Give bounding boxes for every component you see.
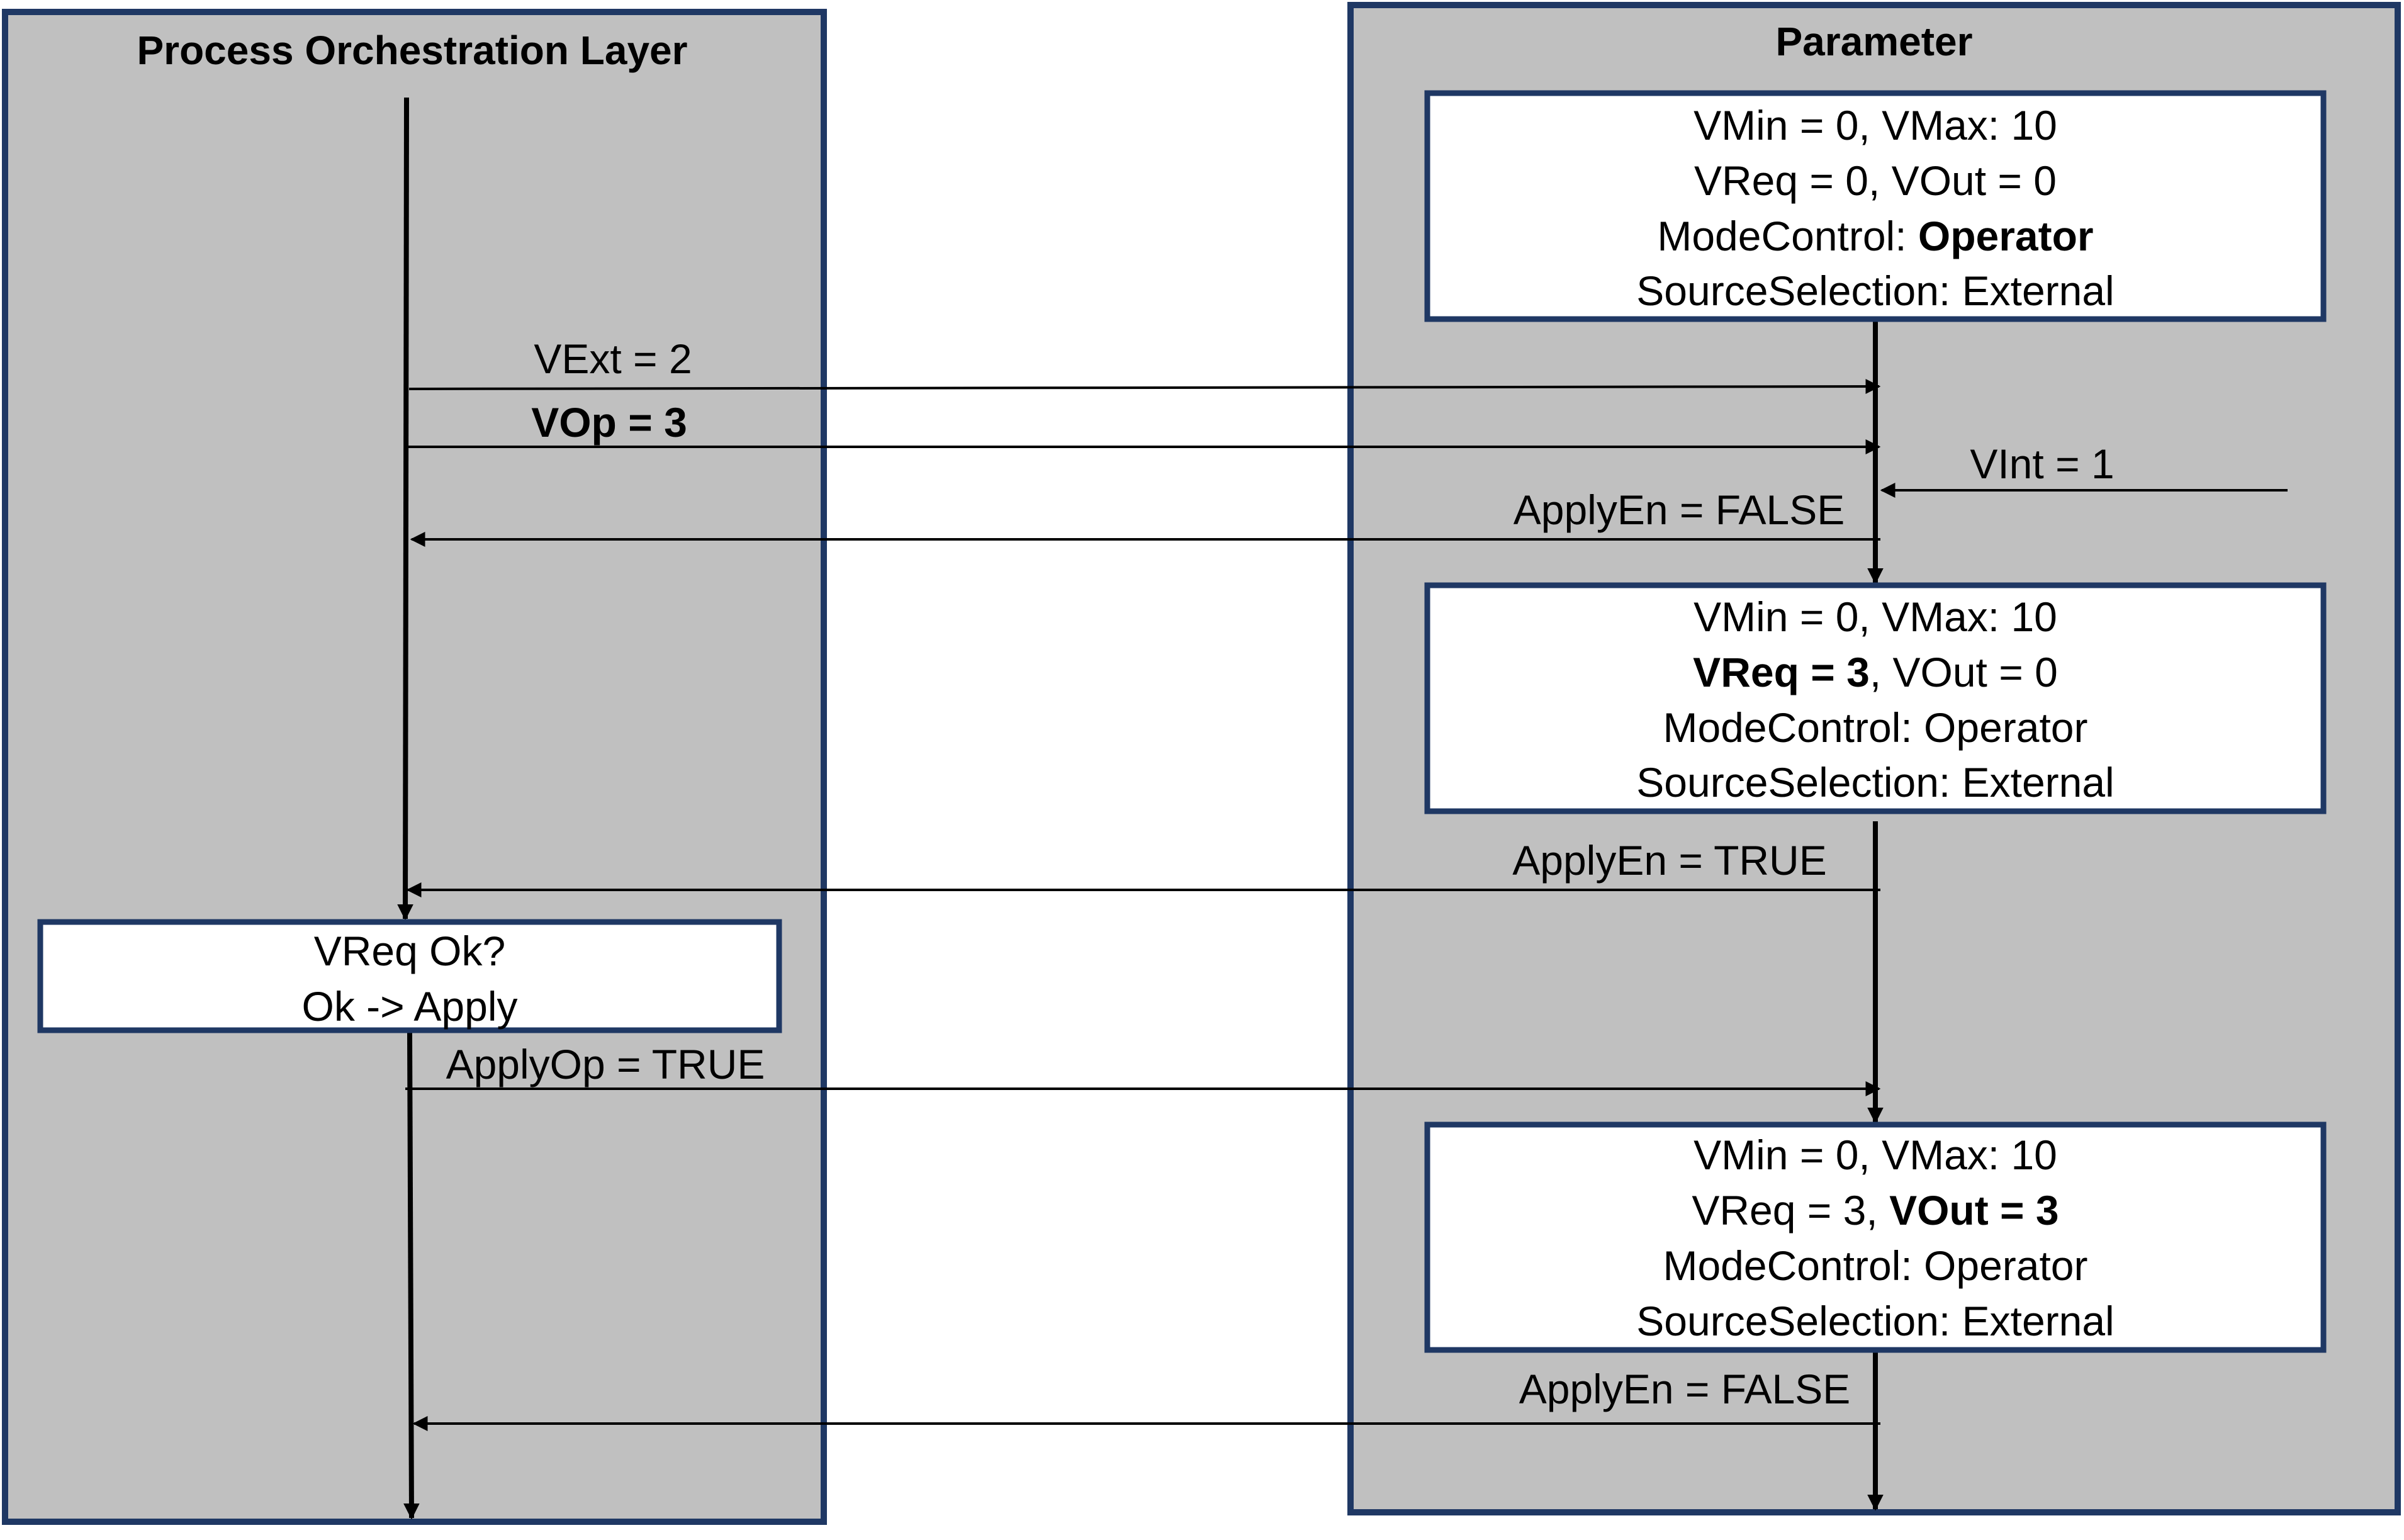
state-box-3-line-2: VReq = 3, VOut = 3 <box>1692 1187 2059 1234</box>
lane-process-orchestration <box>2 9 827 1525</box>
message-applyen-true: ApplyEn = TRUE <box>406 837 1880 897</box>
state-box-3: VMin = 0, VMax: 10 VReq = 3, VOut = 3 Mo… <box>1424 1121 2327 1353</box>
decision-box: VReq Ok? Ok -> Apply <box>37 919 782 1033</box>
message-applyen-true-label: ApplyEn = TRUE <box>1512 837 1827 884</box>
message-applyen-false-2-label: ApplyEn = FALSE <box>1519 1366 1851 1412</box>
message-applyop-true-label: ApplyOp = TRUE <box>446 1041 765 1088</box>
state-box-2-line-1: VMin = 0, VMax: 10 <box>1693 593 2057 640</box>
message-applyen-false-2: ApplyEn = FALSE <box>412 1366 1880 1431</box>
message-vext-label: VExt = 2 <box>534 335 692 382</box>
state-box-2-line-2: VReq = 3, VOut = 0 <box>1693 649 2058 695</box>
message-vint: VInt = 1 <box>1880 441 2288 498</box>
state-box-1-line-4: SourceSelection: External <box>1636 267 2114 314</box>
state-box-2-line-3: ModeControl: Operator <box>1663 704 2088 751</box>
lane-title-parameter: Parameter <box>1775 19 1972 64</box>
state-box-1-line-1: VMin = 0, VMax: 10 <box>1693 102 2057 149</box>
message-vint-label: VInt = 1 <box>1970 441 2114 487</box>
decision-line-1: VReq Ok? <box>314 928 505 974</box>
state-box-2: VMin = 0, VMax: 10 VReq = 3, VOut = 0 Mo… <box>1424 582 2327 814</box>
state-box-1-line-2: VReq = 0, VOut = 0 <box>1694 157 2057 204</box>
message-applyen-false-1-label: ApplyEn = FALSE <box>1514 486 1845 533</box>
decision-line-2: Ok -> Apply <box>302 983 518 1030</box>
message-vext: VExt = 2 <box>408 335 1881 395</box>
lane-title-process-orchestration: Process Orchestration Layer <box>137 28 687 73</box>
state-box-1: VMin = 0, VMax: 10 VReq = 0, VOut = 0 Mo… <box>1424 90 2327 322</box>
message-vop-label: VOp = 3 <box>531 399 687 446</box>
lifeline-orchestration-lower <box>403 1031 420 1520</box>
state-box-2-line-4: SourceSelection: External <box>1636 759 2114 806</box>
state-box-3-line-3: ModeControl: Operator <box>1663 1242 2088 1289</box>
message-applyop-true: ApplyOp = TRUE <box>405 1041 1881 1096</box>
message-vop: VOp = 3 <box>408 399 1881 454</box>
lifeline-orchestration-upper <box>397 97 413 921</box>
state-box-3-line-1: VMin = 0, VMax: 10 <box>1693 1132 2057 1178</box>
state-box-3-line-4: SourceSelection: External <box>1636 1298 2114 1344</box>
state-box-1-line-3: ModeControl: Operator <box>1657 213 2093 259</box>
message-applyen-false-1: ApplyEn = FALSE <box>410 486 1880 547</box>
